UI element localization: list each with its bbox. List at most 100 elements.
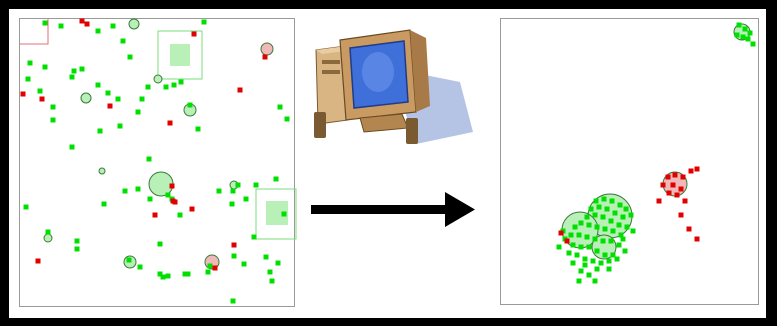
green-agent <box>740 34 746 40</box>
green-agent <box>556 244 562 250</box>
green-agent <box>146 156 152 162</box>
green-agent <box>95 28 101 34</box>
red-agent <box>665 174 671 180</box>
green-agent <box>74 246 80 252</box>
red-agent <box>212 265 218 271</box>
clustered-agents-panel <box>500 18 759 305</box>
green-agent <box>570 242 576 248</box>
green-agent <box>277 104 283 110</box>
green-agent <box>618 232 624 238</box>
green-agent <box>586 222 592 228</box>
green-agent <box>137 264 143 270</box>
green-agent <box>27 60 33 66</box>
red-agent <box>237 87 243 93</box>
red-agent <box>231 242 237 248</box>
red-agent <box>672 172 678 178</box>
computer-icon <box>308 20 478 150</box>
green-agent <box>205 269 211 275</box>
green-agent <box>582 262 588 268</box>
green-agent <box>187 102 193 108</box>
green-agent <box>135 186 141 192</box>
right-speaker <box>406 118 418 144</box>
green-agent <box>253 182 259 188</box>
red-agent <box>172 199 178 205</box>
green-agent <box>610 252 616 258</box>
green-agent <box>614 256 620 262</box>
green-agent <box>578 220 584 226</box>
green-agent <box>267 269 273 275</box>
right-arrow-icon <box>445 192 475 227</box>
green-agent <box>235 182 241 188</box>
green-agent <box>584 214 590 220</box>
red-agent <box>688 168 694 174</box>
green-agent <box>269 278 275 284</box>
green-agent <box>105 90 111 96</box>
green-agent <box>135 109 141 115</box>
green-agent <box>600 238 606 244</box>
green-agent <box>69 144 75 150</box>
green-agent <box>74 238 80 244</box>
green-agent <box>71 68 77 74</box>
transition-arrow <box>305 185 485 235</box>
green-agent <box>110 23 116 29</box>
green-agent <box>602 252 608 258</box>
green-agent <box>576 232 582 238</box>
green-agent <box>736 22 742 28</box>
green-agent <box>42 64 48 70</box>
red-agent <box>678 186 684 192</box>
green-region-fill <box>170 44 190 66</box>
green-agent <box>592 278 598 284</box>
green-agent <box>231 253 237 259</box>
red-region-outline <box>20 19 49 45</box>
sensing-circle <box>153 74 163 84</box>
green-agent <box>281 211 287 217</box>
green-agent <box>582 256 588 262</box>
green-agent <box>594 266 600 272</box>
green-agent <box>229 201 235 207</box>
green-agent <box>185 271 191 277</box>
red-agent <box>564 238 570 244</box>
green-agent <box>145 84 151 90</box>
green-agent <box>623 206 629 212</box>
red-agent <box>660 182 666 188</box>
green-agent <box>616 242 622 248</box>
red-agent <box>678 212 684 218</box>
green-agent <box>630 228 636 234</box>
green-agent <box>606 258 612 264</box>
green-agent <box>742 26 748 32</box>
green-agent <box>622 248 628 254</box>
green-agent <box>594 248 600 254</box>
red-agent <box>694 236 700 242</box>
sensing-circle <box>260 42 274 56</box>
green-agent <box>177 212 183 218</box>
green-agent <box>182 271 188 277</box>
green-agent <box>157 271 163 277</box>
green-region-outline <box>157 30 203 80</box>
green-agent <box>69 74 75 80</box>
scattered-agents-plot <box>20 18 297 304</box>
green-agent <box>566 250 572 256</box>
green-agent <box>750 41 756 47</box>
green-agent <box>251 234 257 240</box>
green-agent <box>273 176 279 182</box>
green-region-fill <box>266 201 288 225</box>
red-agent <box>674 192 680 198</box>
red-agent <box>680 174 686 180</box>
arrow-shaft <box>311 205 451 214</box>
green-agent <box>275 260 281 266</box>
sensing-circle <box>43 233 53 243</box>
green-agent <box>570 260 576 266</box>
red-agent <box>35 258 41 264</box>
green-agent <box>230 298 236 304</box>
green-agent <box>243 196 249 202</box>
red-agent <box>670 182 676 188</box>
left-speaker <box>314 112 326 138</box>
red-agent <box>39 96 45 102</box>
green-agent <box>734 32 740 38</box>
green-agent <box>207 263 213 269</box>
green-agent <box>163 84 169 90</box>
green-agent <box>612 210 618 216</box>
green-agent <box>122 188 128 194</box>
red-agent <box>686 226 692 232</box>
green-agent <box>617 202 623 208</box>
